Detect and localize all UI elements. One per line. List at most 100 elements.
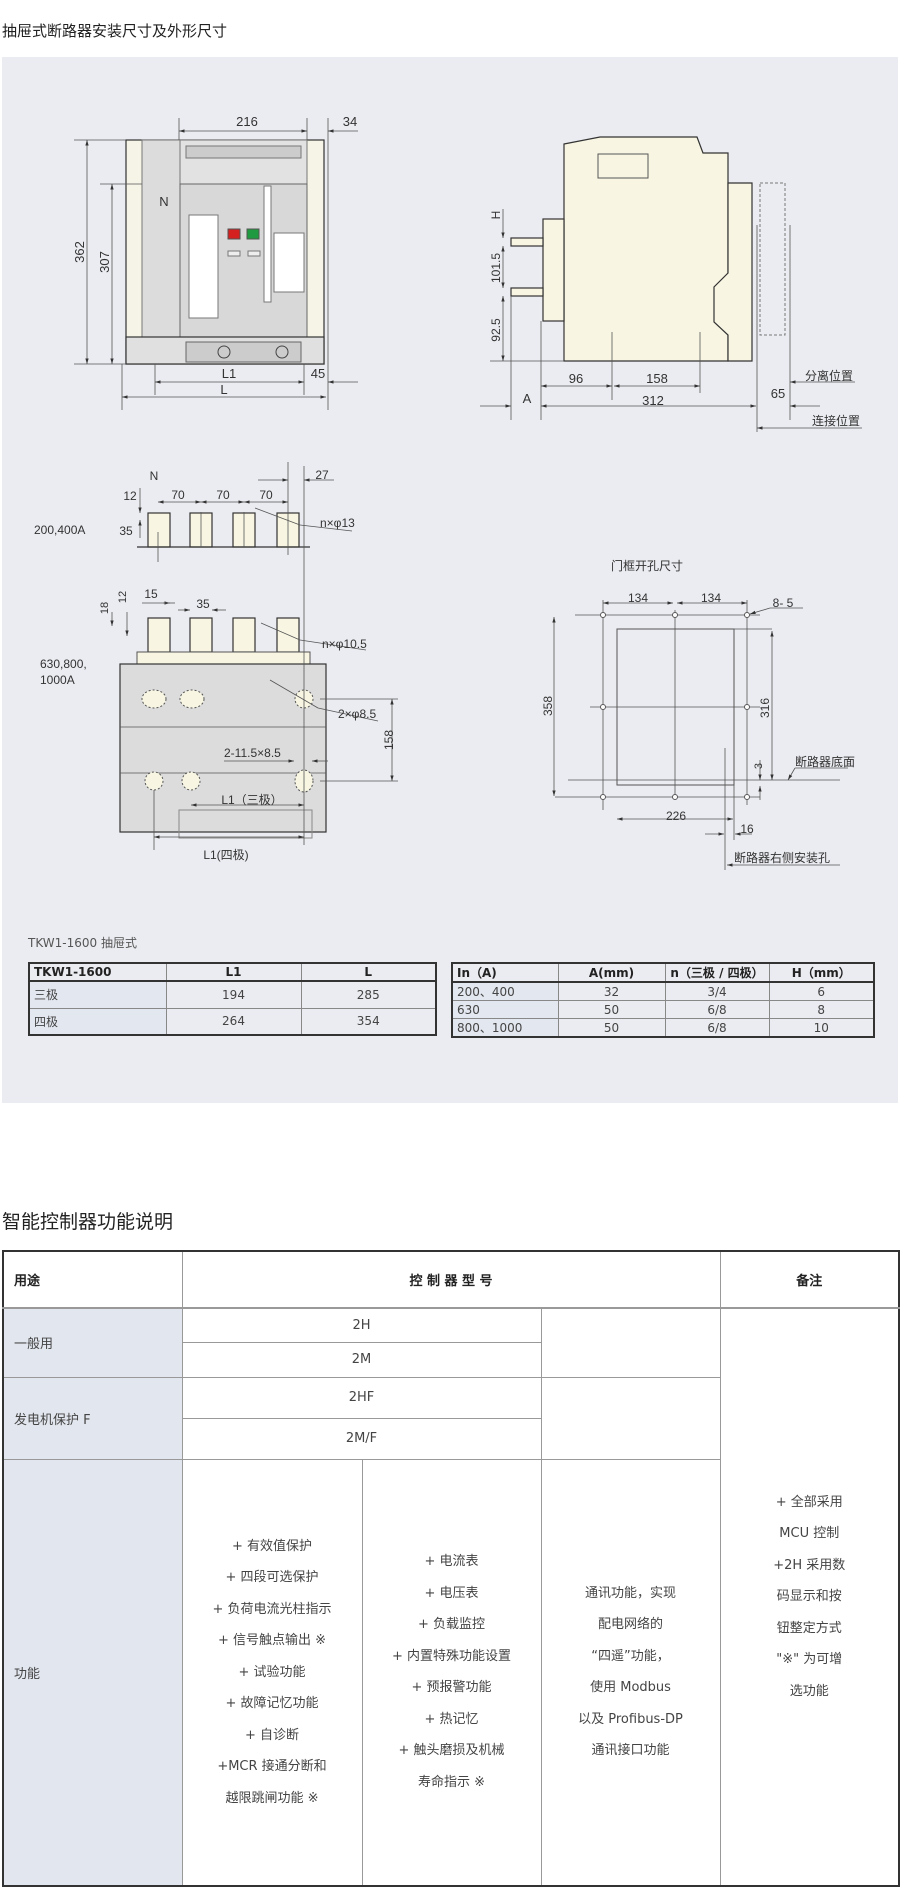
header-cell: In（A): [451, 962, 559, 983]
dim-226: 226: [666, 809, 686, 823]
connect-position-label: 连接位置: [812, 413, 860, 428]
terminal-label-n: N: [150, 469, 159, 483]
dim-70a: 70: [171, 488, 185, 502]
dim-a: A: [523, 391, 532, 406]
cell: 285: [300, 980, 437, 1009]
cell: 6/8: [664, 1000, 770, 1019]
slot-label: 2-11.5×8.5: [224, 746, 281, 760]
rating-large-label-1: 630,800,: [40, 657, 87, 671]
cell: 三极: [28, 980, 167, 1009]
header-cell: H（mm）: [768, 962, 875, 983]
dim-312: 312: [642, 393, 664, 408]
model-2h: 2H: [181, 1307, 542, 1343]
dim-18: 18: [99, 602, 111, 614]
dim-101-5: 101.5: [489, 253, 503, 283]
dim-70c: 70: [259, 488, 273, 502]
dim-16: 16: [740, 822, 754, 836]
dim-362: 362: [72, 241, 87, 263]
dim-27: 27: [315, 468, 329, 482]
dim-158b: 158: [382, 730, 396, 750]
model-2m: 2M: [181, 1341, 542, 1378]
dim-35: 35: [119, 524, 133, 538]
cell: 8: [768, 1000, 875, 1019]
cell: 6/8: [664, 1018, 770, 1038]
l1-three-pole-label: L1（三极）: [221, 793, 282, 807]
door-cutout-title: 门框开孔尺寸: [611, 558, 683, 573]
model-2hf: 2HF: [181, 1376, 542, 1419]
dim-45: 45: [311, 366, 325, 381]
dim-l1: L1: [222, 366, 236, 381]
function-col-1: + 有效值保护+ 四段可选保护+ 负荷电流光柱指示+ 信号触点输出 ※+ 试验功…: [181, 1458, 363, 1887]
door-cutout-drawing: 门框开孔尺寸 134 134 8- 5 358 316 3 断路器底面 226 …: [541, 558, 855, 870]
dim-70b: 70: [216, 488, 230, 502]
rating-small-label: 200,400A: [34, 523, 85, 537]
dim-358: 358: [541, 696, 555, 716]
header-usage: 用途: [2, 1250, 183, 1309]
dimension-drawings: 216 34 362 307 N L1 45 L H 101.5 92.5 96…: [34, 114, 862, 870]
red-button-icon: [227, 228, 241, 240]
function-col-2: + 电流表+ 电压表+ 负载监控+ 内置特殊功能设置+ 预报警功能+ 热记忆+ …: [361, 1458, 542, 1887]
header-cell: L: [300, 962, 437, 982]
dim-12: 12: [123, 489, 137, 503]
green-button-icon: [246, 228, 260, 240]
cell: 200、400: [451, 981, 559, 1001]
dim-96: 96: [569, 371, 583, 386]
cell: 四极: [28, 1007, 167, 1036]
cell: 630: [451, 1000, 559, 1019]
header-cell: TKW1-1600: [28, 962, 167, 982]
dim-65: 65: [771, 386, 785, 401]
separate-position-label: 分离位置: [805, 368, 853, 383]
cell: 32: [557, 981, 666, 1001]
dim-35b: 35: [196, 597, 210, 611]
dim-158: 158: [646, 371, 668, 386]
header-model: 控 制 器 型 号: [181, 1250, 721, 1309]
dim-3: 3: [753, 763, 765, 769]
usage-general: 一般用: [2, 1307, 183, 1378]
cell: 264: [165, 1007, 302, 1036]
usage-function: 功能: [2, 1458, 183, 1887]
cell: 354: [300, 1007, 437, 1036]
cell: 194: [165, 980, 302, 1009]
tkw-label: TKW1-1600 抽屉式: [28, 936, 137, 950]
dim-216: 216: [236, 114, 258, 129]
section-title-dimensions: 抽屉式断路器安装尺寸及外形尺寸: [2, 22, 228, 40]
cell: 50: [557, 1018, 666, 1038]
front-view-drawing: 216 34 362 307 N L1 45 L: [72, 114, 358, 410]
terminal-view-drawing: N 200,400A 12 70 70 70 27 35 n×φ13 630,8…: [34, 462, 398, 862]
l1-four-pole-label: L1(四极): [203, 848, 248, 862]
side-view-drawing: H 101.5 92.5 96 158 312 A 65 分离位置 连接位置: [480, 136, 862, 432]
model-2mf: 2M/F: [181, 1417, 542, 1460]
hole-10-5-label: n×φ10.5: [322, 637, 367, 651]
dim-12b: 12: [117, 591, 129, 603]
right-hole-label: 断路器右侧安装孔: [734, 850, 830, 865]
hole-13-label: n×φ13: [320, 516, 355, 530]
cell: 50: [557, 1000, 666, 1019]
dim-15: 15: [144, 587, 158, 601]
header-cell: L1: [165, 962, 302, 982]
label-n: N: [159, 194, 168, 209]
cell: 3/4: [664, 981, 770, 1001]
header-remark: 备注: [719, 1250, 900, 1309]
dim-92-5: 92.5: [489, 318, 503, 342]
cell: 6: [768, 981, 875, 1001]
dim-h: H: [489, 211, 503, 220]
rating-large-label-2: 1000A: [40, 673, 75, 687]
empty-cell: [540, 1376, 721, 1460]
holes-label: 8- 5: [773, 596, 794, 610]
dim-134b: 134: [701, 591, 721, 605]
section-title-controller: 智能控制器功能说明: [2, 1211, 174, 1233]
dim-134a: 134: [628, 591, 648, 605]
cell: 10: [768, 1018, 875, 1038]
header-cell: A(mm): [557, 962, 666, 983]
dim-316: 316: [758, 698, 772, 718]
bottom-face-label: 断路器底面: [795, 754, 855, 769]
